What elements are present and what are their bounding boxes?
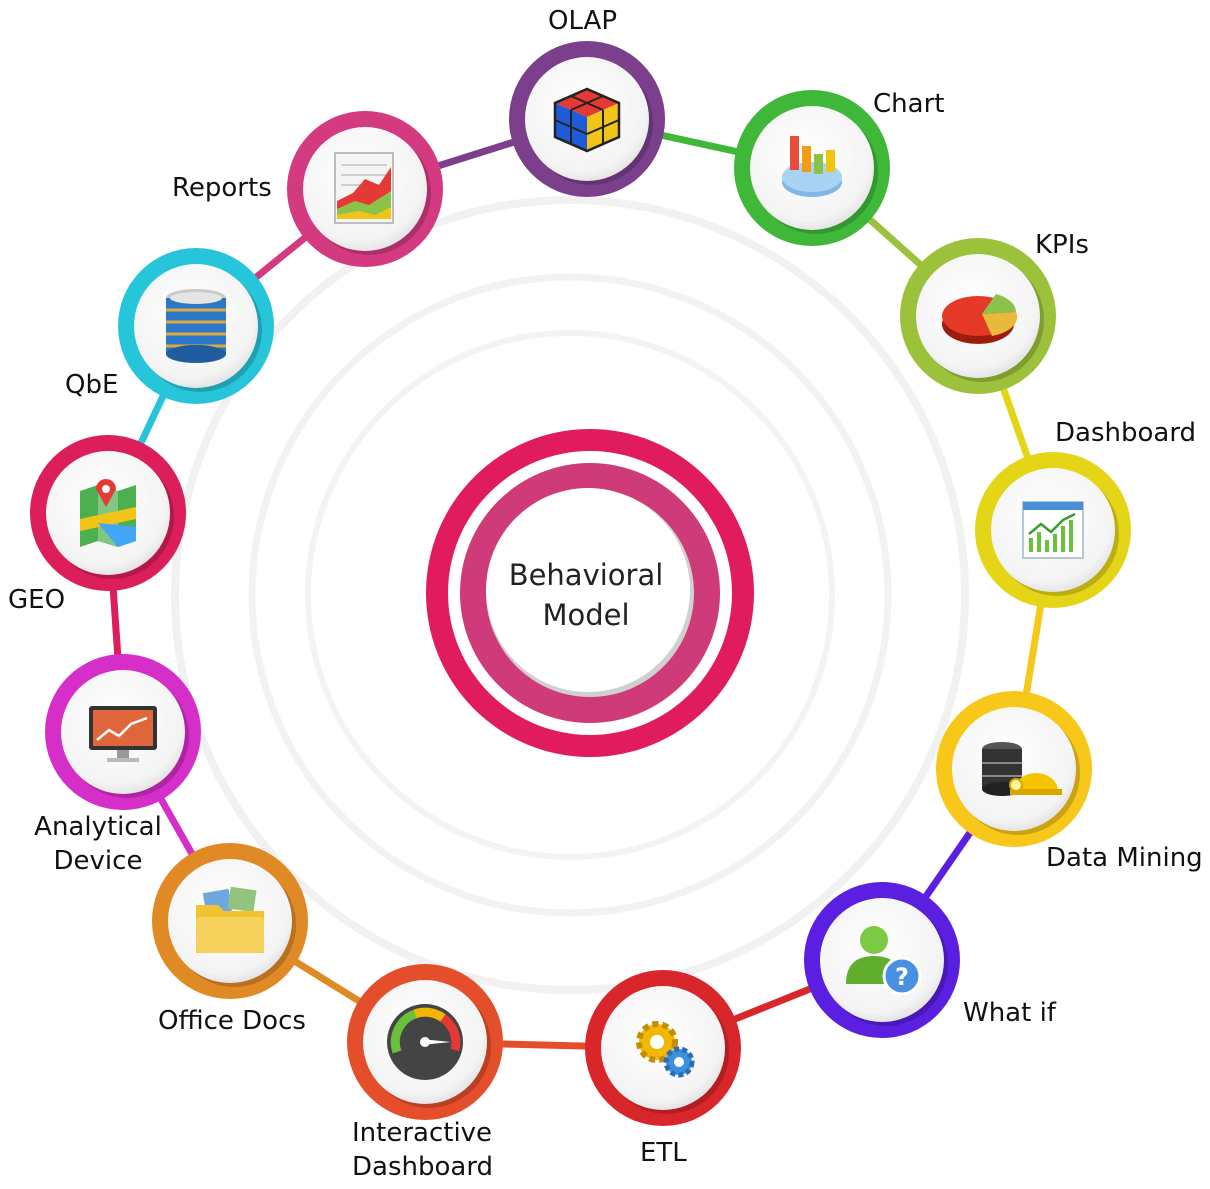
node-label-etl: ETL [640, 1138, 687, 1168]
node-label-kpis: KPIs [1035, 230, 1089, 260]
rubiks-cube-icon [553, 87, 621, 153]
node-label-qbe: QbE [65, 370, 119, 400]
gauge-icon [387, 1004, 463, 1080]
center-title-line-2: Model [542, 598, 630, 632]
icons: ? [80, 87, 1084, 1080]
report-icon [334, 152, 394, 224]
node-label-data-mining: Data Mining [1046, 843, 1203, 873]
folder-icon [196, 886, 264, 953]
node-label-chart: Chart [873, 89, 945, 119]
label-line: Dashboard [352, 1152, 494, 1182]
user-question-icon: ? [846, 926, 922, 996]
node-label-olap: OLAP [548, 6, 618, 36]
map-icon [80, 479, 136, 547]
database-icon [166, 289, 226, 363]
dashboard-chart-icon [1022, 501, 1084, 559]
center-title-line-1: Behavioral [508, 558, 664, 592]
center-hub [426, 429, 754, 757]
center-title: Behavioral Model [486, 555, 686, 635]
label-line: Device [53, 846, 143, 876]
chart-icon [782, 136, 842, 197]
svg-text:?: ? [895, 963, 909, 991]
gears-icon [636, 1021, 695, 1078]
node-label-analytical-device: Analytical Device [30, 810, 166, 878]
node-label-interactive-dashboard: Interactive Dashboard [352, 1116, 494, 1184]
monitor-icon [89, 706, 157, 762]
database-mining-icon [982, 742, 1062, 796]
node-label-office-docs: Office Docs [158, 1006, 306, 1036]
node-label-reports: Reports [172, 173, 272, 203]
pie-chart-icon [942, 294, 1018, 344]
node-label-geo: GEO [8, 585, 66, 615]
label-line: Analytical [34, 812, 162, 842]
node-label-dashboard: Dashboard [1055, 418, 1197, 448]
label-line: Interactive [352, 1118, 493, 1148]
node-label-what-if: What if [963, 998, 1056, 1028]
guide-rings [171, 196, 969, 994]
